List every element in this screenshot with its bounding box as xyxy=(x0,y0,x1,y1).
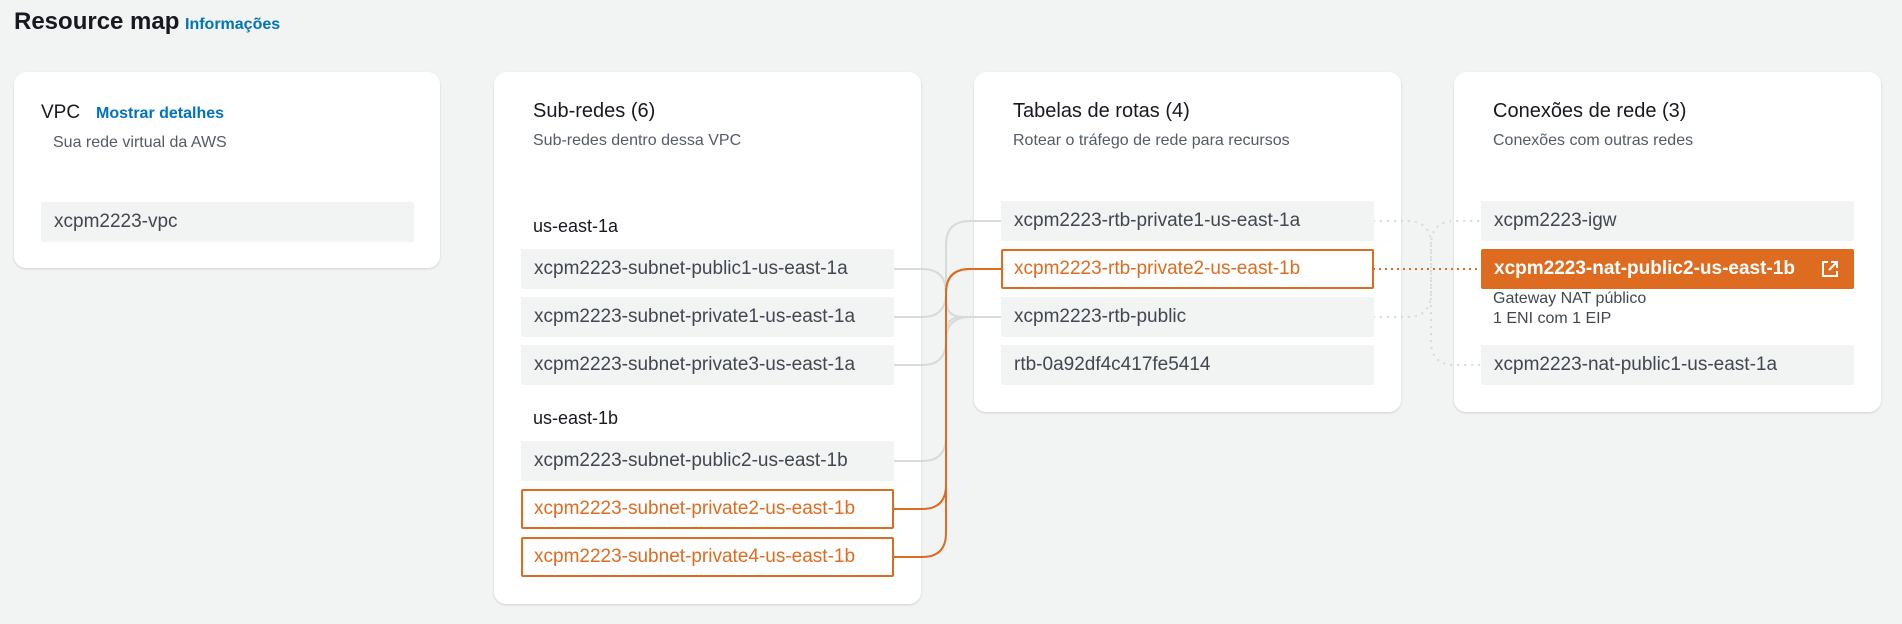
info-link[interactable]: Informações xyxy=(185,16,281,33)
subnets-subtitle: Sub-redes dentro dessa VPC xyxy=(533,132,742,149)
nat-detail-type: Gateway NAT público xyxy=(1493,290,1647,307)
route-tables-subtitle: Rotear o tráfego de rede para recursos xyxy=(1013,132,1290,149)
connection-item-nat-public1-us-east-1a[interactable]: xcpm2223-nat-public1-us-east-1a xyxy=(1481,345,1854,385)
az-label-us-east-1b: us-east-1b xyxy=(533,408,619,428)
subnets-title: Sub-redes (6) xyxy=(533,100,656,122)
connection-item-igw[interactable]: xcpm2223-igw xyxy=(1481,201,1854,241)
connections-title: Conexões de rede (3) xyxy=(1493,100,1687,122)
subnet-item-private3-us-east-1a[interactable]: xcpm2223-subnet-private3-us-east-1a xyxy=(521,345,894,385)
vpc-details-link[interactable]: Mostrar detalhes xyxy=(96,105,225,122)
vpc-item[interactable]: xcpm2223-vpc xyxy=(41,202,414,242)
connections-subtitle: Conexões com outras redes xyxy=(1493,132,1694,149)
nat-detail-eni: 1 ENI com 1 EIP xyxy=(1493,310,1612,327)
route-table-item-public[interactable]: xcpm2223-rtb-public xyxy=(1001,297,1374,337)
subnet-item-public1-us-east-1a[interactable]: xcpm2223-subnet-public1-us-east-1a xyxy=(521,249,894,289)
vpc-card: VPC Mostrar detalhes Sua rede virtual da… xyxy=(14,72,440,268)
route-tables-title: Tabelas de rotas (4) xyxy=(1013,100,1190,122)
page-title: Resource map xyxy=(14,8,180,35)
route-table-item-main[interactable]: rtb-0a92df4c417fe5414 xyxy=(1001,345,1374,385)
route-table-item-private2-us-east-1b[interactable]: xcpm2223-rtb-private2-us-east-1b xyxy=(1001,249,1374,289)
route-table-item-private1-us-east-1a[interactable]: xcpm2223-rtb-private1-us-east-1a xyxy=(1001,201,1374,241)
vpc-subtitle: Sua rede virtual da AWS xyxy=(53,134,227,151)
external-link-icon[interactable] xyxy=(1820,259,1840,279)
subnet-item-private1-us-east-1a[interactable]: xcpm2223-subnet-private1-us-east-1a xyxy=(521,297,894,337)
subnet-item-public2-us-east-1b[interactable]: xcpm2223-subnet-public2-us-east-1b xyxy=(521,441,894,481)
subnet-item-private2-us-east-1b[interactable]: xcpm2223-subnet-private2-us-east-1b xyxy=(521,489,894,529)
connection-item-nat-public2-label: xcpm2223-nat-public2-us-east-1b xyxy=(1494,258,1795,279)
connection-item-nat-public2-us-east-1b[interactable]: xcpm2223-nat-public2-us-east-1b xyxy=(1481,249,1854,289)
az-label-us-east-1a: us-east-1a xyxy=(533,216,619,236)
vpc-title: VPC xyxy=(41,102,81,123)
subnet-item-private4-us-east-1b[interactable]: xcpm2223-subnet-private4-us-east-1b xyxy=(521,537,894,577)
